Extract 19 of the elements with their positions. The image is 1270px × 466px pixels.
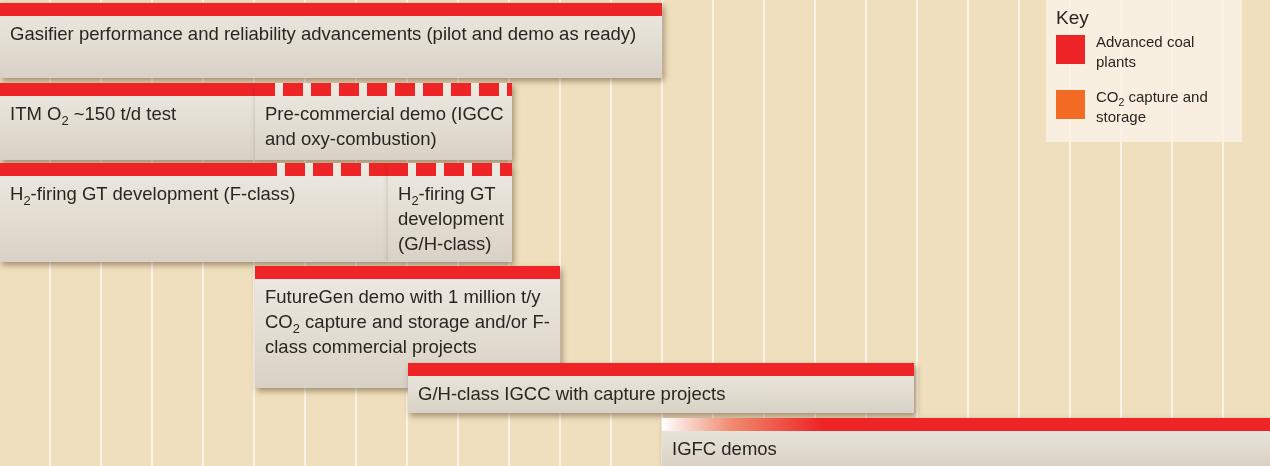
timeline-bar [0, 83, 255, 160]
bar-label: FutureGen demo with 1 million t/y CO$_{2}$ capture and storage and/or F-class commercial projects [265, 285, 551, 359]
bar-label: G/H-class IGCC with capture projects [418, 382, 727, 406]
bar-label: Pre-commercial demo (IGCC and oxy-combustion) [265, 102, 505, 151]
bar-label: IGFC demos [672, 437, 778, 461]
timeline-bar [255, 266, 560, 388]
bar-label: H$_{2}$-firing GT development (G/H-class) [398, 182, 505, 256]
timeline-bar [388, 163, 512, 262]
bar-label: Gasifier performance and reliability advancements (pilot and demo as ready) [10, 22, 638, 46]
timeline-bar [0, 3, 662, 78]
timeline-bar [0, 163, 388, 262]
timeline-bar [662, 418, 1270, 466]
timeline-bar [408, 363, 914, 413]
bar-label: H$_{2}$-firing GT development (F-class) [10, 182, 297, 206]
legend-text: Advanced coal plants [1096, 32, 1196, 72]
timeline-bar [255, 83, 512, 160]
legend-text: CO$_{2}$ capture and storage [1096, 87, 1209, 127]
legend-title: Key [1056, 7, 1089, 29]
bar-label: ITM O$_{2}$ ~150 t/d test [10, 102, 178, 126]
